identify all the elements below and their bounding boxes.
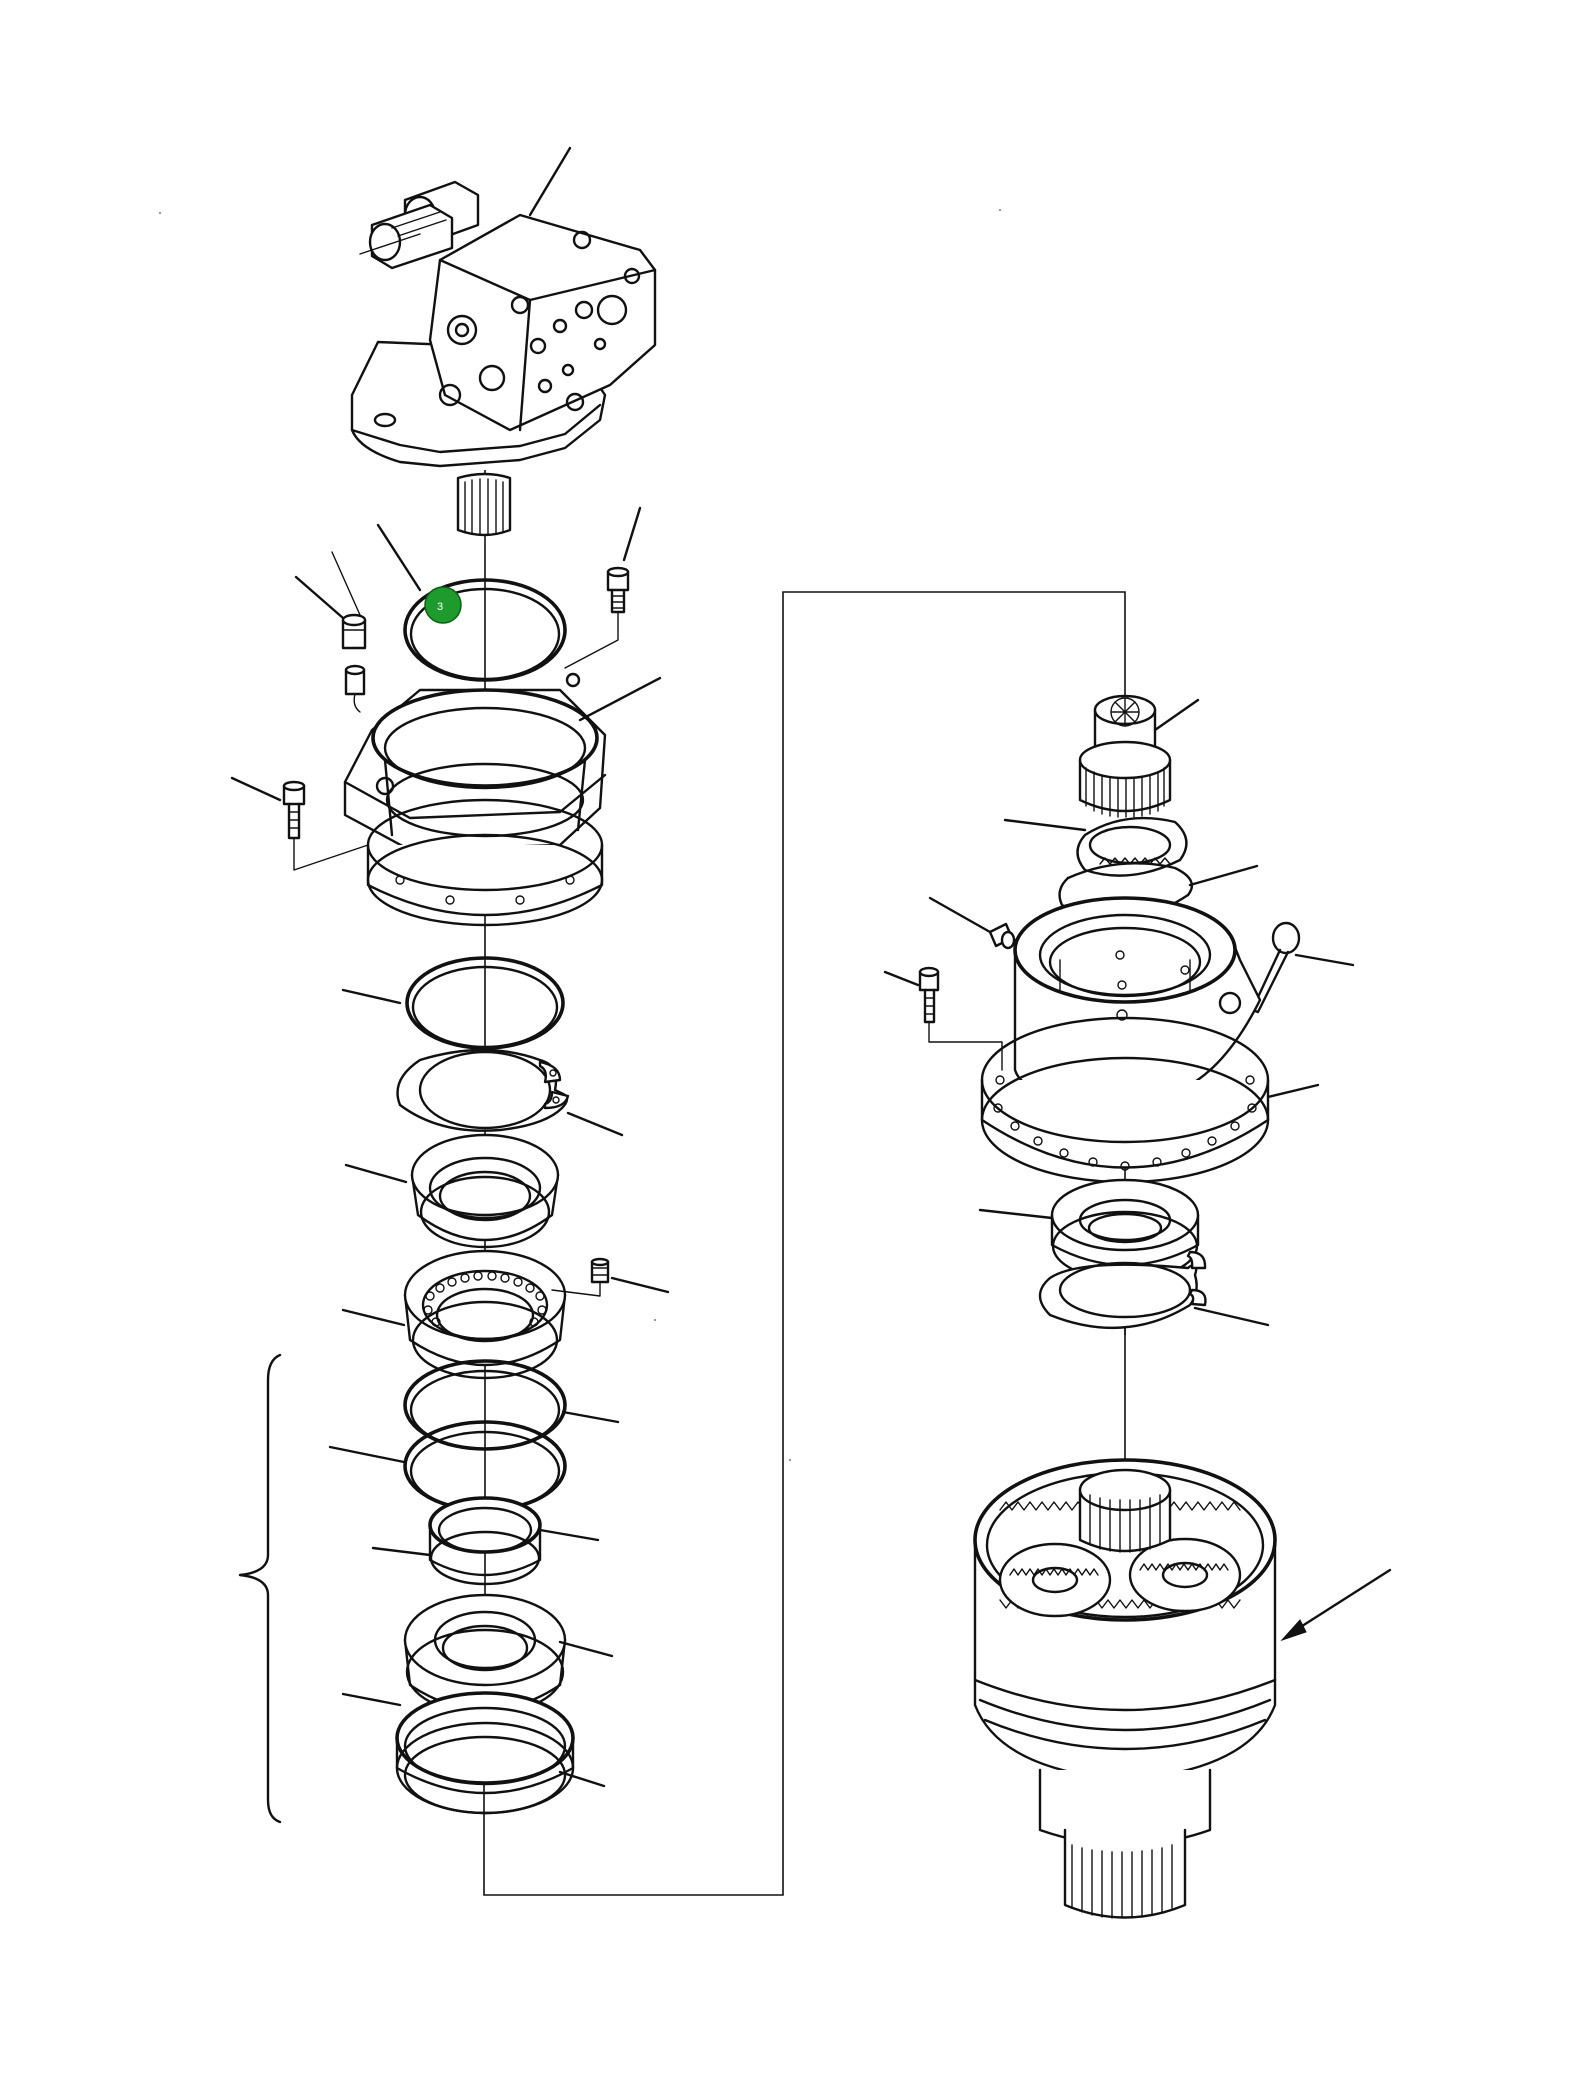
thrust-washer xyxy=(1003,816,1188,877)
bolt-top-right xyxy=(564,506,642,669)
callout-3-marker[interactable] xyxy=(424,586,462,624)
socket-screw-small xyxy=(344,664,366,713)
bolt-left xyxy=(230,776,369,871)
planet-gear-top xyxy=(1078,1468,1172,1553)
mounting-flange-housing xyxy=(343,672,662,927)
snap-ring-1 xyxy=(396,1048,624,1137)
plug-fitting xyxy=(294,551,367,650)
bearing-2 xyxy=(403,1593,614,1716)
seal-bottom xyxy=(341,1691,606,1815)
kit-brace xyxy=(238,1353,282,1824)
bearing-right xyxy=(978,1178,1200,1282)
bearing-1 xyxy=(344,1133,560,1249)
planetary-gear-assembly xyxy=(973,1458,1392,1919)
roller-bearing xyxy=(341,1249,567,1380)
o-ring-3 xyxy=(403,1359,620,1451)
o-ring-top xyxy=(376,523,567,682)
o-ring-2 xyxy=(341,956,565,1050)
pinion-gear-teeth xyxy=(1085,767,1165,818)
callout-3-label: 3 xyxy=(437,601,443,613)
o-ring-4 xyxy=(328,1420,567,1512)
planet-gear-right xyxy=(1128,1537,1242,1613)
planet-gear-left xyxy=(998,1542,1112,1618)
long-pin xyxy=(1250,921,1355,1014)
flange-bolt-holes xyxy=(993,1075,1257,1171)
bolt-right xyxy=(883,966,1003,1071)
small-ring xyxy=(371,1496,600,1586)
grease-fitting xyxy=(928,896,1016,950)
motor-drive-shaft xyxy=(456,472,512,537)
port-tubes xyxy=(359,180,480,270)
output-spline xyxy=(1071,1844,1173,1919)
assembly-arrow xyxy=(1280,1568,1392,1642)
motor-holes xyxy=(438,230,641,412)
reducer-housing xyxy=(980,896,1320,1184)
pinion-shaft xyxy=(1078,694,1200,818)
pinion-spline-teeth xyxy=(1110,697,1140,727)
callout-3[interactable]: 3 xyxy=(424,586,462,624)
roller-dots xyxy=(423,1271,547,1327)
scan-specks xyxy=(159,209,1001,1461)
snap-ring-2 xyxy=(1038,1250,1270,1329)
set-screw xyxy=(551,1257,670,1297)
hydraulic-motor xyxy=(350,146,657,537)
